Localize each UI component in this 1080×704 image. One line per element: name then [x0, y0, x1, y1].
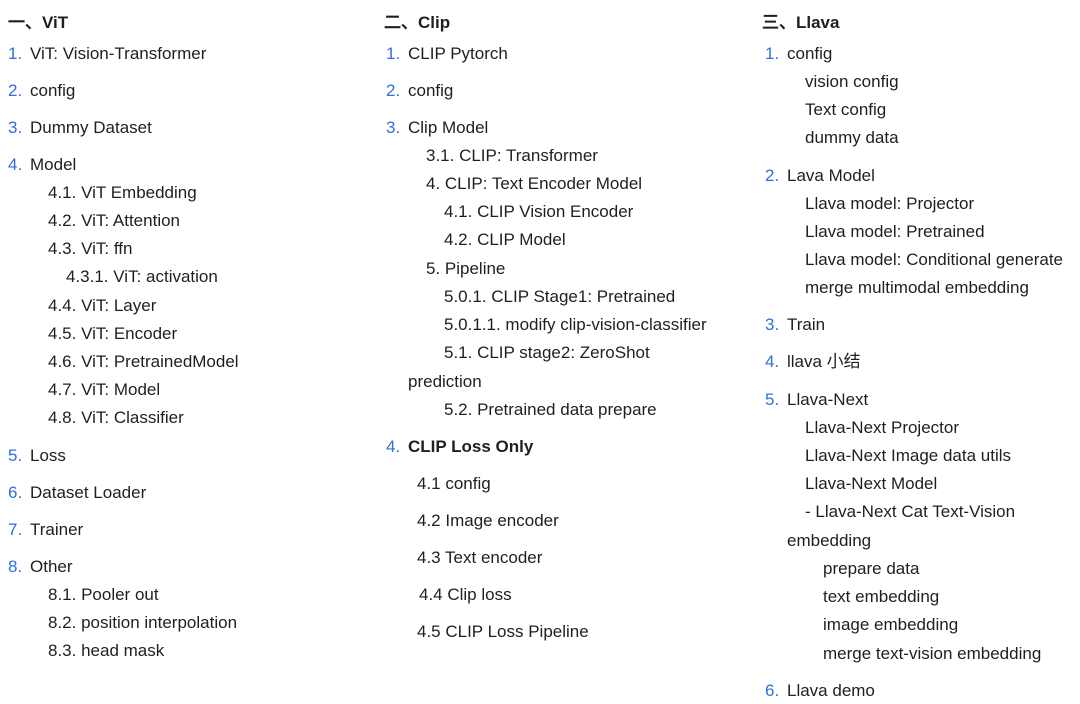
- column-vit: 一、ViT 1. ViT: Vision-Transformer 2. config 3…: [0, 0, 360, 704]
- toc-item[interactable]: config: [787, 44, 833, 63]
- toc-item[interactable]: Dummy Dataset: [30, 118, 152, 137]
- toc-item[interactable]: CLIP Pytorch: [408, 44, 508, 63]
- toc-subitem[interactable]: text embedding: [823, 587, 940, 606]
- toc-item[interactable]: config: [408, 81, 454, 100]
- toc-subitem[interactable]: vision config: [805, 72, 899, 91]
- toc-subitem[interactable]: prepare data: [823, 559, 920, 578]
- toc-subitem[interactable]: 4.5. ViT: Encoder: [48, 324, 178, 343]
- toc-subitem[interactable]: Llava model: Pretrained: [805, 222, 985, 241]
- toc-subitem[interactable]: 4.3 Text encoder: [417, 548, 543, 567]
- toc-subitem[interactable]: 4.6. ViT: PretrainedModel: [48, 352, 239, 371]
- toc-subitem[interactable]: Llava model: Projector: [805, 194, 975, 213]
- toc-subitem[interactable]: 4.7. ViT: Model: [48, 380, 161, 399]
- toc-subitem[interactable]: 8.2. position interpolation: [48, 613, 238, 632]
- list-number: 1.: [765, 44, 780, 63]
- toc-subitem[interactable]: merge text-vision embedding: [823, 644, 1042, 663]
- list-number: 2.: [765, 166, 780, 185]
- toc-subitem[interactable]: 4.8. ViT: Classifier: [48, 408, 184, 427]
- toc-subitem[interactable]: 4.2. CLIP Model: [444, 230, 566, 249]
- toc-subitem[interactable]: 4.1 config: [417, 474, 491, 493]
- list-number: 8.: [8, 557, 23, 576]
- list-number: 3.: [765, 315, 780, 334]
- toc-subitem[interactable]: - Llava-Next Cat Text-Vision: [805, 502, 1016, 521]
- toc-subitem[interactable]: 4.4. ViT: Layer: [48, 296, 157, 315]
- toc-item[interactable]: CLIP Loss Only: [408, 437, 534, 456]
- toc-subitem[interactable]: 5. Pipeline: [426, 259, 506, 278]
- list-number: 6.: [765, 681, 780, 700]
- list-number: 4.: [386, 437, 401, 456]
- toc-subitem[interactable]: 5.1. CLIP stage2: ZeroShot: [444, 343, 650, 362]
- toc-item[interactable]: Other: [30, 557, 73, 576]
- toc-subitem[interactable]: 5.2. Pretrained data prepare: [444, 400, 657, 419]
- toc-subitem[interactable]: Llava-Next Image data utils: [805, 446, 1011, 465]
- toc-item[interactable]: Trainer: [30, 520, 84, 539]
- toc-subitem[interactable]: prediction: [408, 372, 482, 391]
- toc-subitem[interactable]: Llava model: Conditional generate: [805, 250, 1064, 269]
- toc-item[interactable]: Dataset Loader: [30, 483, 147, 502]
- toc-item[interactable]: Train: [787, 315, 826, 334]
- toc-subitem[interactable]: 3.1. CLIP: Transformer: [426, 146, 598, 165]
- toc-subitem[interactable]: 5.0.1.1. modify clip-vision-classifier: [444, 315, 707, 334]
- list-number: 7.: [8, 520, 23, 539]
- section-heading: 二、Clip: [384, 13, 451, 32]
- toc-subitem[interactable]: Text config: [805, 100, 887, 119]
- toc-subitem[interactable]: 4.4 Clip loss: [419, 585, 512, 604]
- toc-item[interactable]: llava 小结: [787, 352, 861, 371]
- toc-subitem[interactable]: 4.1. ViT Embedding: [48, 183, 197, 202]
- toc-subitem[interactable]: dummy data: [805, 128, 899, 147]
- list-number: 5.: [8, 446, 23, 465]
- toc-subitem[interactable]: 4.3.1. ViT: activation: [66, 267, 218, 286]
- toc-subitem[interactable]: image embedding: [823, 615, 959, 634]
- list-number: 2.: [386, 81, 401, 100]
- list-number: 2.: [8, 81, 23, 100]
- toc-item[interactable]: config: [30, 81, 76, 100]
- toc-item[interactable]: ViT: Vision-Transformer: [30, 44, 207, 63]
- list-number: 1.: [386, 44, 401, 63]
- toc-subitem[interactable]: merge multimodal embedding: [805, 278, 1029, 297]
- section-heading: 三、Llava: [762, 13, 840, 32]
- toc-item[interactable]: Lava Model: [787, 166, 875, 185]
- toc-subitem[interactable]: 4.1. CLIP Vision Encoder: [444, 202, 634, 221]
- toc-subitem[interactable]: 5.0.1. CLIP Stage1: Pretrained: [444, 287, 676, 306]
- list-number: 4.: [8, 155, 23, 174]
- toc-subitem[interactable]: 4. CLIP: Text Encoder Model: [426, 174, 643, 193]
- toc-item[interactable]: Llava-Next: [787, 390, 869, 409]
- toc-subitem[interactable]: 8.1. Pooler out: [48, 585, 159, 604]
- list-number: 6.: [8, 483, 23, 502]
- toc-subitem[interactable]: 4.5 CLIP Loss Pipeline: [417, 622, 589, 641]
- list-number: 5.: [765, 390, 780, 409]
- toc-item[interactable]: Llava demo: [787, 681, 875, 700]
- toc-subitem[interactable]: Llava-Next Projector: [805, 418, 960, 437]
- toc-item[interactable]: Clip Model: [408, 118, 489, 137]
- toc-subitem[interactable]: 4.2. ViT: Attention: [48, 211, 180, 230]
- list-number: 4.: [765, 352, 780, 371]
- column-clip: 二、Clip 1. CLIP Pytorch 2. config 3. Clip Mode…: [380, 0, 740, 704]
- section-heading: 一、ViT: [8, 13, 69, 32]
- toc-subitem[interactable]: 8.3. head mask: [48, 641, 165, 660]
- list-number: 3.: [8, 118, 23, 137]
- list-number: 1.: [8, 44, 23, 63]
- toc-subitem[interactable]: 4.2 Image encoder: [417, 511, 559, 530]
- toc-subitem[interactable]: 4.3. ViT: ffn: [48, 239, 133, 258]
- toc-subitem[interactable]: embedding: [787, 531, 872, 550]
- toc-subitem[interactable]: Llava-Next Model: [805, 474, 938, 493]
- list-number: 3.: [386, 118, 401, 137]
- toc-item[interactable]: Loss: [30, 446, 66, 465]
- toc-item[interactable]: Model: [30, 155, 77, 174]
